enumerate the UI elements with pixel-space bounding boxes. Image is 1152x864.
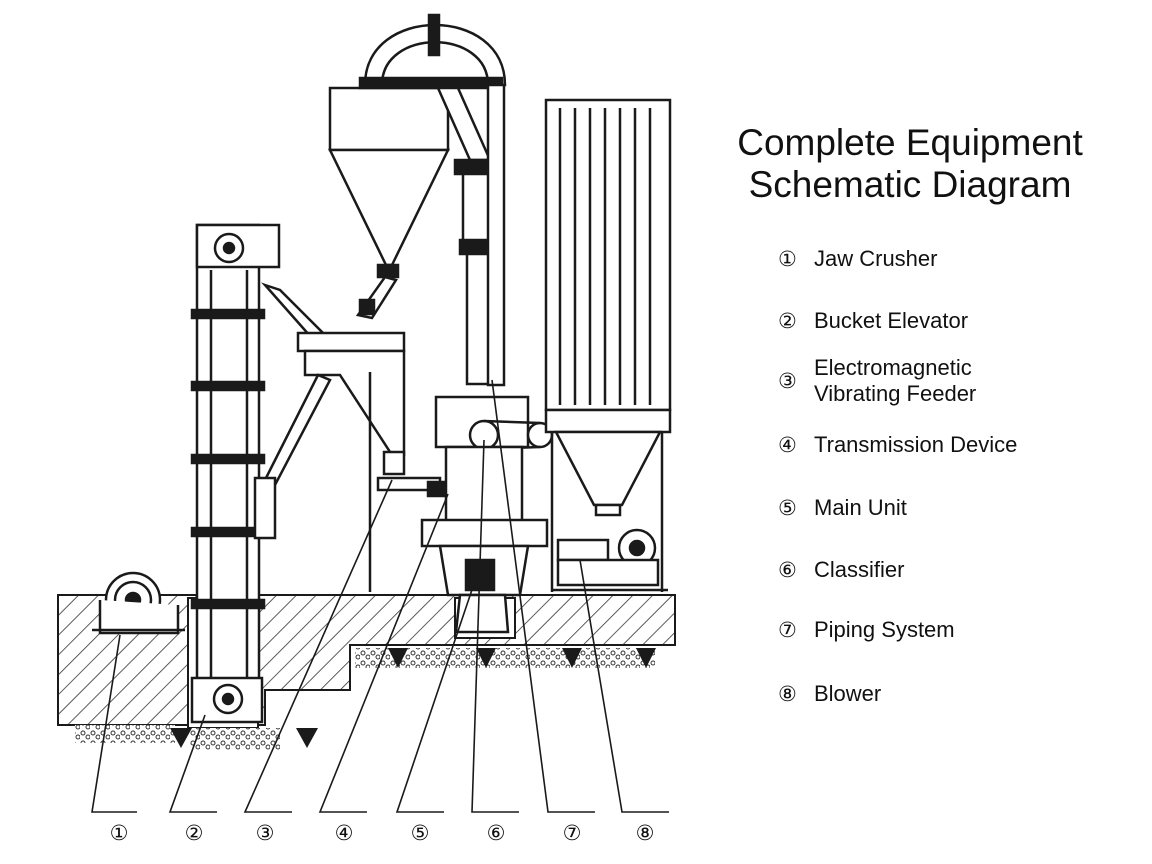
legend-item-classifier: ⑥ Classifier bbox=[778, 557, 904, 583]
cyclone-collector-drawing bbox=[328, 86, 450, 320]
legend-number: ② bbox=[778, 309, 797, 333]
legend-number: ① bbox=[778, 247, 797, 271]
callout-number-2: ② bbox=[184, 821, 204, 845]
legend-item-blower: ⑧ Blower bbox=[778, 681, 881, 707]
legend-number: ④ bbox=[778, 433, 797, 457]
legend-item-piping-system: ⑦ Piping System bbox=[778, 617, 955, 643]
callout-number-5: ⑤ bbox=[410, 821, 430, 845]
callout-number-1: ① bbox=[109, 821, 129, 845]
bucket-elevator-drawing bbox=[190, 223, 281, 724]
gravel-bed bbox=[75, 648, 655, 750]
callout-number-6: ⑥ bbox=[486, 821, 506, 845]
legend-item-bucket-elevator: ② Bucket Elevator bbox=[778, 308, 968, 334]
legend-label: Main Unit bbox=[814, 495, 907, 520]
legend-label: Jaw Crusher bbox=[814, 246, 938, 271]
legend-number: ③ bbox=[778, 369, 797, 393]
piping-system-drawing bbox=[358, 13, 507, 387]
callout-number-8: ⑧ bbox=[635, 821, 655, 845]
callout-number-4: ④ bbox=[334, 821, 354, 845]
title-line-1: Complete Equipment bbox=[737, 122, 1083, 163]
foundation-footings bbox=[170, 648, 656, 748]
callout-number-7: ⑦ bbox=[562, 821, 582, 845]
legend-item-transmission-device: ④ Transmission Device bbox=[778, 432, 1017, 458]
legend-label: Classifier bbox=[814, 557, 905, 582]
legend-number: ⑦ bbox=[778, 618, 797, 642]
title-line-2: Schematic Diagram bbox=[748, 164, 1072, 205]
jaw-crusher-drawing bbox=[92, 571, 185, 635]
legend-item-vibrating-feeder: ③ Electromagnetic Vibrating Feeder bbox=[778, 355, 976, 407]
callout-leader-lines bbox=[91, 379, 669, 813]
callout-number-3: ③ bbox=[255, 821, 275, 845]
legend-number: ⑤ bbox=[778, 496, 797, 520]
legend-label: Transmission Device bbox=[814, 432, 1018, 457]
legend-label: Bucket Elevator bbox=[814, 308, 969, 333]
legend-item-jaw-crusher: ① Jaw Crusher bbox=[778, 246, 937, 272]
blower-drawing bbox=[552, 528, 668, 592]
diagram-title: Complete Equipment Schematic Diagram bbox=[700, 122, 1120, 206]
dust-collector-drawing bbox=[544, 98, 672, 592]
legend-number: ⑧ bbox=[778, 682, 797, 706]
legend-label: Blower bbox=[814, 681, 882, 706]
legend-label: Electromagnetic Vibrating Feeder bbox=[814, 355, 977, 406]
vibrating-feeder-drawing bbox=[376, 450, 448, 498]
main-unit-drawing bbox=[420, 395, 554, 634]
legend-label: Piping System bbox=[814, 617, 955, 642]
legend-number: ⑥ bbox=[778, 558, 797, 582]
legend-item-main-unit: ⑤ Main Unit bbox=[778, 495, 907, 521]
storage-hopper-drawing bbox=[253, 331, 406, 592]
